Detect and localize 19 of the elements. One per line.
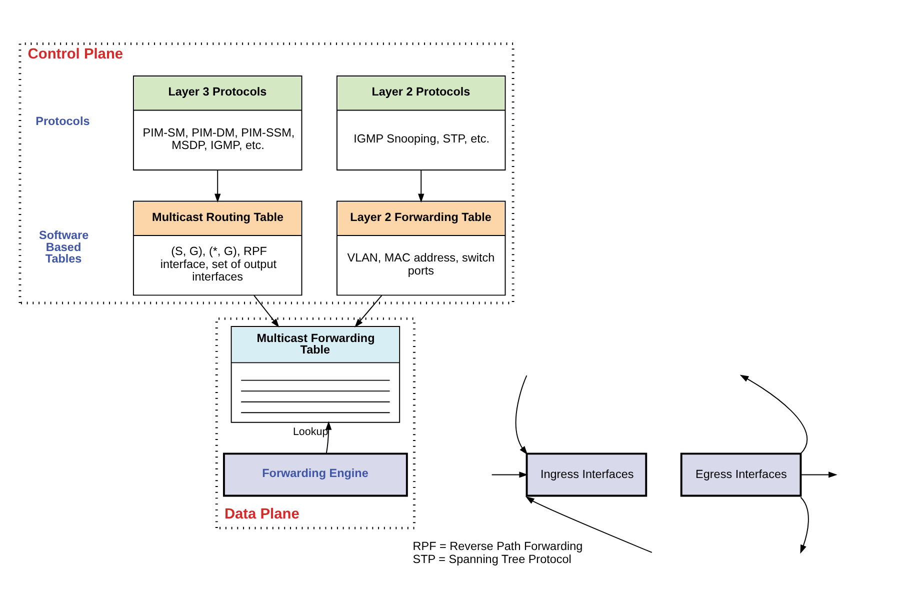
label: STP = Spanning Tree Protocol (412, 552, 572, 566)
label: Protocols (36, 114, 90, 128)
arrow (418, 169, 424, 202)
arrow (326, 420, 332, 454)
label: RPF = Reverse Path Forwarding (412, 540, 583, 553)
arrow (254, 294, 280, 327)
arrow (740, 374, 808, 454)
arrow (800, 496, 809, 554)
arrow (491, 471, 528, 478)
edge-label: Lookup (292, 426, 328, 438)
arrow (214, 169, 221, 202)
arrow (800, 471, 838, 478)
arrow (515, 374, 528, 454)
node-box: Egress Interfaces (680, 452, 802, 496)
node-box: Ingress Interfaces (526, 452, 648, 496)
node-box: Forwarding Engine (222, 452, 408, 496)
label: Software Based Tables (39, 228, 89, 266)
arrow (526, 496, 652, 552)
arrow (354, 294, 382, 327)
